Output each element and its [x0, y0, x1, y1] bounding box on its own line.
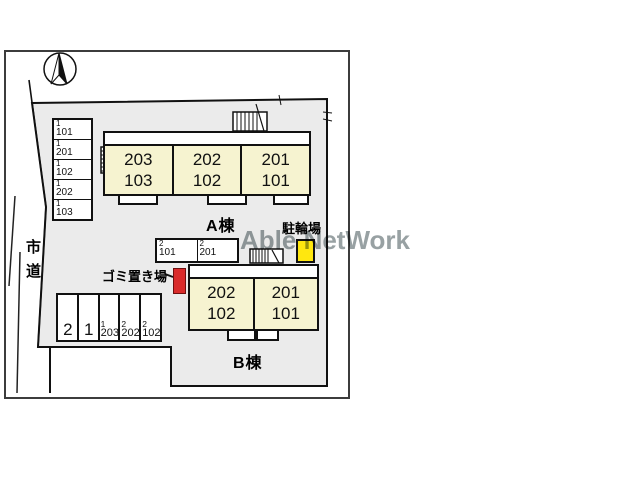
boundary-tick — [322, 111, 333, 114]
unit-cell: 201 101 — [242, 146, 310, 194]
parking-space-row: 1 — [56, 200, 61, 208]
garbage-area-marker — [173, 268, 186, 294]
unit-lower: 101 — [261, 171, 290, 190]
lot-left-boundary — [28, 79, 47, 348]
parking-space-number: 101 — [159, 247, 176, 259]
unit-cell: 203 103 — [105, 146, 174, 194]
parking-space: 2 102 — [141, 295, 160, 340]
unit-upper: 201 — [271, 283, 300, 302]
boundary-tick — [278, 94, 282, 106]
building-b: 202 102 201 101 — [188, 264, 319, 331]
road-edge-upper — [8, 195, 16, 287]
unit-upper: 202 — [192, 150, 222, 169]
unit-cell: 202 102 — [190, 279, 255, 329]
parking-table-bottom: 2 1 1 203 2 202 2 102 — [56, 293, 162, 342]
parking-table-left: 1 101 1 201 1 102 1 202 1 103 — [52, 118, 93, 221]
parking-space: 1 103 — [54, 200, 91, 219]
parking-space-number: 103 — [56, 207, 73, 219]
parking-space-row: 1 — [56, 140, 61, 148]
bike-parking-label: 駐輪場 — [282, 221, 322, 236]
parking-space-number: 203 — [100, 327, 119, 339]
unit-lower: 102 — [207, 304, 236, 323]
parking-space-number: 101 — [56, 127, 73, 139]
unit-lower: 103 — [124, 171, 153, 190]
stairs-b-top-icon — [249, 248, 284, 264]
building-a-label: A棟 — [206, 218, 236, 235]
parking-space: 1 201 — [54, 140, 91, 160]
garbage-area-label: ゴミ置き場 — [102, 269, 168, 284]
unit-cell: 201 101 — [254, 279, 317, 329]
parking-space-number: 202 — [121, 327, 140, 339]
parking-space: 2 201 — [198, 240, 238, 261]
parking-space-number: 201 — [56, 147, 73, 159]
able-network-watermark: Able NetWork — [240, 225, 410, 255]
boundary-tick — [322, 118, 333, 122]
parking-space-number: 2 — [63, 320, 73, 339]
parking-space: 1 203 — [100, 295, 121, 340]
parking-space-row: 1 — [100, 318, 106, 329]
unit-lower: 101 — [271, 304, 300, 323]
parking-space-number: 1 — [83, 320, 94, 339]
parking-space-number: 201 — [199, 247, 217, 259]
parking-space: 2 — [58, 295, 79, 340]
unit-lower: 102 — [192, 171, 222, 190]
unit-upper: 202 — [207, 283, 236, 302]
garbage-label-connector — [164, 273, 174, 278]
parking-space-row: 2 — [121, 318, 127, 329]
north-arrow-icon — [43, 52, 77, 86]
parking-space-row: 1 — [56, 180, 61, 188]
parking-space-row: 2 — [199, 240, 204, 248]
parking-space: 2 202 — [120, 295, 142, 340]
parking-space-number: 102 — [56, 167, 73, 179]
road-label: 市道 — [24, 239, 41, 287]
parking-space-row: 2 — [159, 240, 164, 248]
parking-space: 1 — [79, 295, 100, 340]
unit-upper: 203 — [124, 150, 153, 169]
parking-space: 1 102 — [54, 160, 91, 180]
parking-space: 1 202 — [54, 180, 91, 200]
bike-parking-marker — [296, 239, 315, 263]
parking-space-row: 1 — [56, 160, 61, 168]
parking-space: 1 101 — [54, 120, 91, 140]
parking-space: 2 101 — [157, 240, 198, 261]
unit-upper: 201 — [261, 150, 290, 169]
parking-table-mid: 2 101 2 201 — [155, 238, 239, 263]
building-b-corridor — [190, 266, 317, 277]
building-b-label: B棟 — [233, 355, 263, 372]
parking-space-row: 1 — [56, 120, 61, 128]
unit-cell: 202 102 — [173, 146, 243, 194]
building-a-corridor — [105, 133, 309, 144]
road-edge-lower — [16, 251, 21, 394]
parking-space-number: 202 — [56, 187, 73, 199]
map-frame — [4, 50, 350, 399]
parking-space-row: 2 — [142, 318, 147, 329]
building-a: 203 103 202 102 201 101 — [103, 131, 311, 196]
parking-space-number: 102 — [142, 327, 160, 339]
